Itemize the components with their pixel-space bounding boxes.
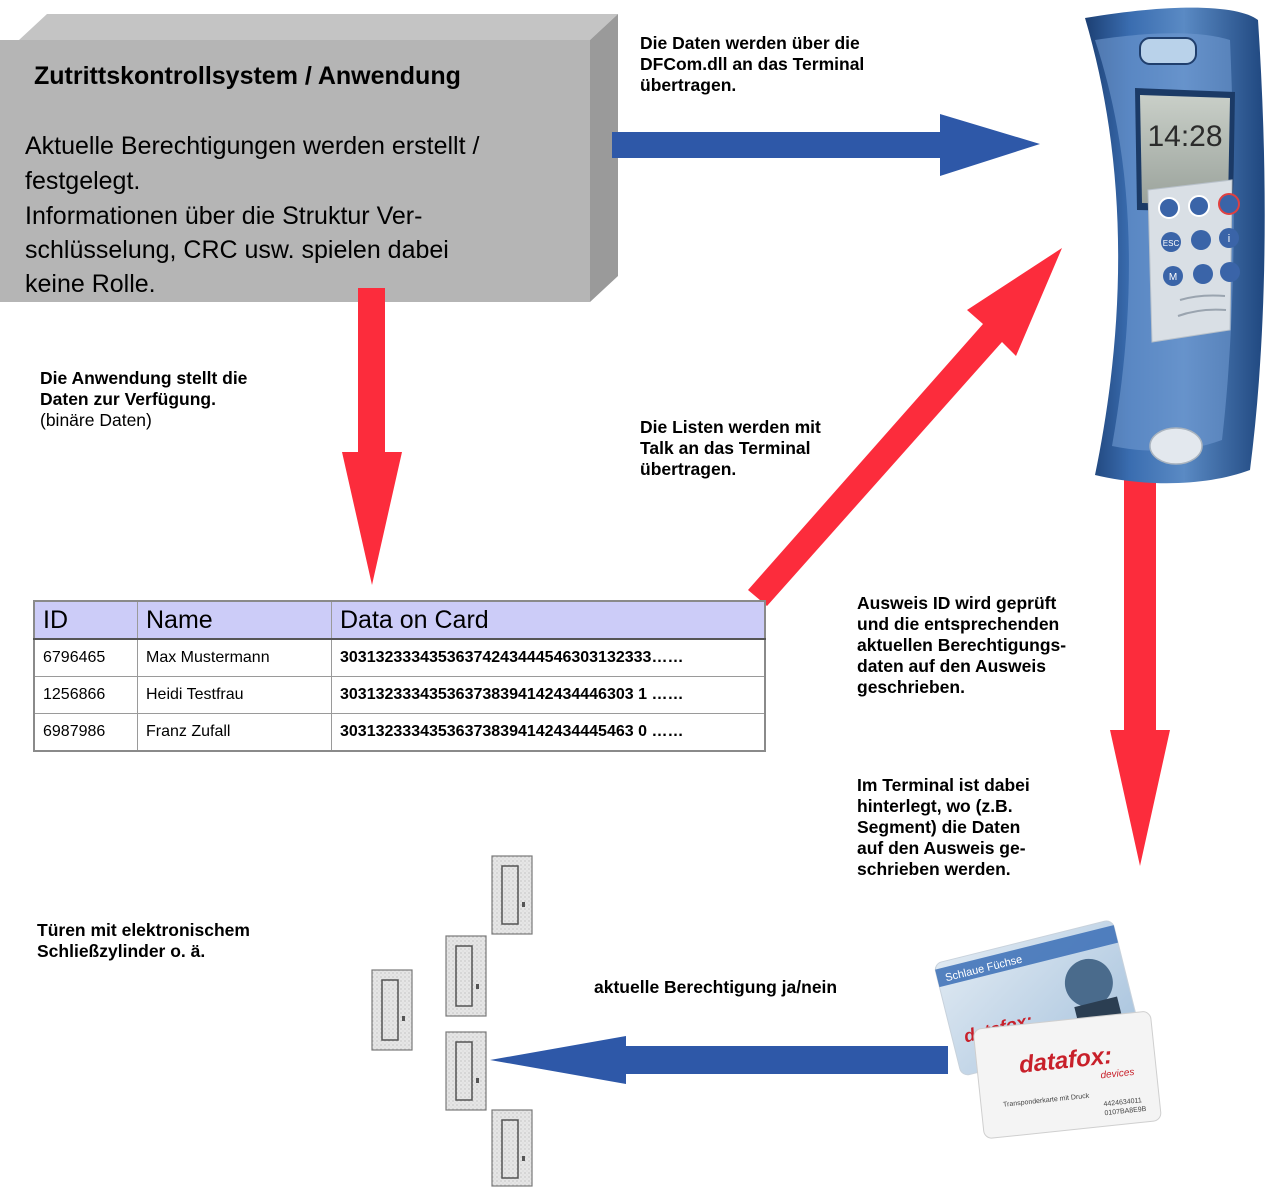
note-line: daten auf den Ausweis (857, 656, 1046, 676)
note-line: auf den Ausweis ge- (857, 838, 1026, 858)
cell-id: 6987986 (33, 713, 138, 752)
note-line: Talk an das Terminal (640, 438, 811, 458)
app-box-line: Aktuelle Berechtigungen werden erstellt … (25, 132, 480, 160)
fingerprint-sensor-icon (1139, 37, 1197, 65)
card2-number: 0107BA8E9B (1104, 1106, 1147, 1117)
app-box-line: schlüsselung, CRC usw. spielen dabei (25, 236, 449, 264)
terminal-clock: 14:28 (1147, 120, 1222, 153)
card2-number: 4424634011 (1103, 1097, 1142, 1108)
table-header-row: ID Name Data on Card (33, 600, 766, 640)
note-line: Die Listen werden mit (640, 417, 821, 437)
column-header-id: ID (33, 600, 138, 640)
cell-name: Max Mustermann (137, 638, 332, 677)
note-app-provides: Die Anwendung stellt die Daten zur Verfü… (40, 368, 247, 431)
cell-data: 303132333435363738394142434445463 0 …… (331, 713, 766, 752)
note-id-check: Ausweis ID wird geprüft und die entsprec… (857, 593, 1066, 698)
card-reader-icon (1149, 427, 1203, 465)
cell-id: 1256866 (33, 676, 138, 714)
card2-brand-sub: devices (1100, 1067, 1135, 1081)
column-header-name: Name (137, 600, 332, 640)
arrow-table-to-terminal (748, 248, 1062, 606)
key-esc: ESC (1163, 239, 1180, 248)
note-line: übertragen. (640, 459, 737, 479)
app-box-line: Informationen über die Struktur Ver- (25, 202, 423, 230)
terminal-keypad: ESC M i (1158, 193, 1240, 317)
note-dll-transfer: Die Daten werden über die DFCom.dll an d… (640, 33, 864, 96)
note-line: Daten zur Verfügung. (40, 389, 216, 409)
app-box-front (0, 40, 590, 302)
note-line: hinterlegt, wo (z.B. (857, 796, 1013, 816)
door-icon (491, 855, 533, 935)
app-box-side (590, 14, 618, 302)
note-line: Die Daten werden über die (640, 33, 860, 53)
card-plain: datafox: devices Transponderkarte mit Dr… (973, 1011, 1162, 1139)
note-doors: Türen mit elektronischem Schließzylinder… (37, 920, 250, 962)
door-icon (445, 1031, 487, 1111)
arrow-card-to-doors (490, 1036, 948, 1084)
cell-data: 303132333435363738394142434446303 1 …… (331, 676, 766, 714)
note-line: Schließzylinder o. ä. (37, 941, 206, 961)
note-line: schrieben werden. (857, 859, 1011, 879)
app-box-content: Zutrittskontrollsystem / Anwendung Aktue… (0, 40, 590, 305)
door-icon (371, 969, 413, 1051)
note-line: geschrieben. (857, 677, 965, 697)
note-line: DFCom.dll an das Terminal (640, 54, 865, 74)
arrow-app-to-table (342, 288, 402, 585)
key-info: i (1228, 233, 1230, 245)
note-permission: aktuelle Berechtigung ja/nein (594, 977, 838, 997)
note-line: Segment) die Daten (857, 817, 1021, 837)
key-m: M (1169, 272, 1177, 283)
cell-name: Heidi Testfrau (137, 676, 332, 714)
note-line: übertragen. (640, 75, 737, 95)
note-line: Im Terminal ist dabei (857, 775, 1030, 795)
door-icon (445, 935, 487, 1017)
column-header-data: Data on Card (331, 600, 766, 640)
note-talk-transfer: Die Listen werden mit Talk an das Termin… (640, 417, 821, 480)
note-line: Die Anwendung stellt die (40, 368, 248, 388)
transponder-cards: Schlaue Füchse datafox: datafox: devices… (934, 920, 1162, 1139)
card-data-table: ID Name Data on Card 6796465 Max Musterm… (33, 600, 766, 752)
note-line: Ausweis ID wird geprüft (857, 593, 1057, 613)
app-box-line: festgelegt. (25, 167, 141, 195)
app-box-title: Zutrittskontrollsystem / Anwendung (34, 62, 461, 90)
terminal-screen (1140, 95, 1230, 205)
terminal-device: 14:28 ESC M i (1085, 7, 1265, 484)
arrow-terminal-to-card (1110, 480, 1170, 866)
note-line: (binäre Daten) (40, 410, 152, 430)
app-box-line: keine Rolle. (25, 270, 156, 298)
note-line: Türen mit elektronischem (37, 920, 250, 940)
table-row: 1256866 Heidi Testfrau 30313233343536373… (33, 676, 766, 714)
note-terminal-segment: Im Terminal ist dabei hinterlegt, wo (z.… (857, 775, 1030, 880)
cell-id: 6796465 (33, 638, 138, 677)
app-box-top (19, 14, 618, 40)
cell-name: Franz Zufall (137, 713, 332, 752)
app-box (0, 14, 618, 302)
table-row: 6987986 Franz Zufall 3031323334353637383… (33, 713, 766, 752)
doors (371, 855, 533, 1187)
table-row: 6796465 Max Mustermann 30313233343536374… (33, 638, 766, 677)
cell-data: 30313233343536374243444546303132333…… (331, 638, 766, 677)
door-icon (491, 1109, 533, 1187)
note-line: und die entsprechenden (857, 614, 1060, 634)
arrow-box-to-terminal (612, 114, 1040, 176)
note-line: aktuellen Berechtigungs- (857, 635, 1067, 655)
